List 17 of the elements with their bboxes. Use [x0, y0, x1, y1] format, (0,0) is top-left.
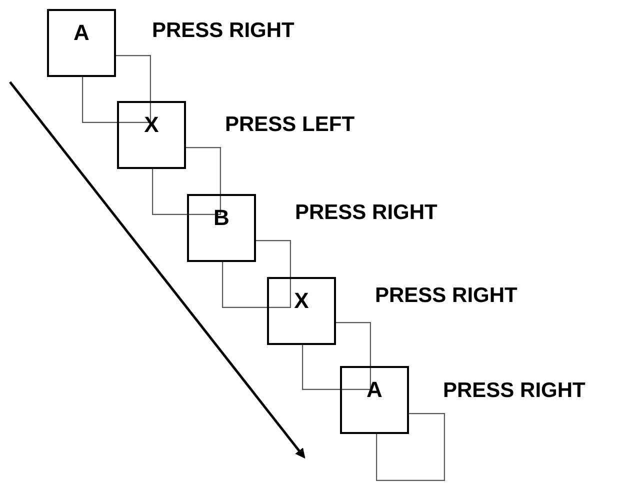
stimulus-frame [340, 366, 409, 434]
stimulus-letter: A [74, 19, 90, 46]
instruction-text: PRESS RIGHT [443, 378, 586, 404]
stimulus-frame [47, 9, 116, 77]
stimulus-frame [267, 277, 336, 345]
stimulus-letter: X [294, 287, 309, 314]
blank-frame [376, 413, 445, 481]
stimulus-letter: X [144, 111, 159, 138]
instruction-text: PRESS RIGHT [152, 18, 294, 44]
stimulus-frame [117, 101, 186, 169]
instruction-text: PRESS RIGHT [295, 200, 438, 226]
blank-frame [222, 240, 291, 308]
instruction-text: PRESS RIGHT [375, 283, 518, 309]
stimulus-letter: A [366, 376, 382, 404]
stimulus-frame [187, 194, 256, 262]
instruction-text: PRESS LEFT [225, 112, 355, 138]
stimulus-letter: B [214, 204, 230, 232]
